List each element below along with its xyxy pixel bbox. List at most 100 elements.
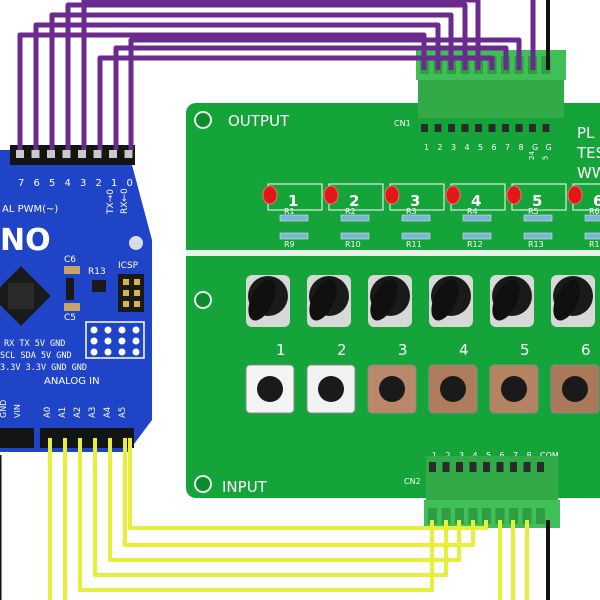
yellow-wire (93, 438, 448, 577)
led-number: 5 (532, 192, 542, 210)
analog-pin-label: A1 (58, 407, 68, 418)
cn1-pin-label: G (546, 143, 552, 152)
resistor (279, 214, 309, 222)
resistor (462, 232, 492, 240)
icsp-pin (134, 301, 140, 307)
analog-pin-label: A5 (118, 407, 128, 418)
jumper-hole (118, 337, 126, 345)
pin-row-2: SCL SDA 5V GND (0, 351, 72, 361)
red-led (506, 185, 522, 205)
cn1-pin-label: 2 (438, 143, 443, 152)
jumper-hole (90, 326, 98, 334)
jumper-hole (118, 348, 126, 356)
resistor-label: R1 (284, 207, 295, 216)
toggle-lever (492, 279, 520, 321)
led-number: 3 (410, 192, 420, 210)
output-label: OUTPUT (228, 112, 290, 130)
led-row: 1R1R92R2R103R3R114R4R125R5R136R6R14 (262, 183, 600, 249)
purple-wire (128, 37, 522, 150)
digital-pwm-label: AL PWM(~) (2, 204, 58, 215)
mount-hole (194, 111, 212, 129)
switch-number: 4 (459, 341, 469, 359)
icsp-pin (123, 301, 129, 307)
led-number: 4 (471, 192, 481, 210)
purple-wire (97, 55, 495, 150)
terminal-slot (441, 508, 451, 524)
terminal-contact (529, 124, 536, 132)
resistor (523, 214, 553, 222)
yellow-wire (128, 438, 488, 530)
yellow-wire (123, 438, 475, 547)
tx-label: TX→0 (106, 189, 116, 215)
red-led (384, 185, 400, 205)
terminal-contact (510, 462, 517, 472)
terminal-contact (461, 124, 469, 132)
analog-pin-label: A4 (103, 407, 113, 418)
terminal-contact (456, 462, 463, 472)
board-title-fragment: WW (577, 164, 600, 182)
terminal-slot (482, 508, 491, 524)
input-label: INPUT (222, 478, 268, 496)
resistor-label: R5 (528, 207, 539, 216)
jumper-hole (90, 348, 98, 356)
resistor (340, 232, 370, 240)
header-pin (78, 150, 86, 158)
icsp-pin (123, 290, 129, 296)
switch-number: 2 (337, 341, 347, 359)
capacitor-c5 (64, 303, 80, 311)
resistor-label: R3 (406, 207, 417, 216)
cn2-label: CN2 (404, 477, 421, 486)
c6-label: C6 (64, 255, 76, 265)
cn2-pin-label: 3 (459, 451, 464, 460)
jumper-hole (132, 326, 140, 334)
terminal-contact (496, 462, 504, 472)
led-number: 2 (349, 192, 359, 210)
power-pin-label: VIN (13, 404, 22, 418)
cn1-terminal-socket (418, 80, 564, 118)
arduino-name: NO (0, 223, 51, 258)
mcu-chip-core (8, 283, 34, 309)
jumper-hole (90, 337, 98, 345)
resistor-label: R12 (467, 240, 483, 249)
push-button-cap (440, 376, 466, 402)
header-pin (31, 150, 40, 158)
mount-hole (194, 291, 212, 309)
board-divider (186, 250, 600, 256)
red-led (262, 185, 278, 205)
terminal-contact (502, 124, 509, 132)
rx-label: RX←0 (120, 188, 130, 214)
terminal-contact (469, 462, 477, 472)
led-number: 1 (288, 192, 298, 210)
header-pin (93, 150, 102, 158)
cn1-label: CN1 (394, 119, 411, 128)
icsp-header (118, 274, 144, 312)
cn1-pin-label: 3 (451, 143, 456, 152)
cn2-pin-label: 6 (500, 451, 505, 460)
digital-pin-label: 7 (18, 178, 24, 189)
toggle-lever (370, 279, 398, 321)
analog-pin-label: A3 (88, 407, 98, 418)
cn1-pin-label: 7 (505, 143, 510, 152)
board-title-fragment: TES (576, 144, 600, 162)
icsp-pin (134, 290, 140, 296)
resistor-label: R11 (406, 240, 422, 249)
jumper-hole (118, 326, 126, 334)
icsp-pin (134, 279, 140, 285)
header-pin (109, 150, 117, 158)
cn2-pin-label: COM (540, 451, 559, 460)
header-pin (124, 150, 133, 158)
analog-pin-label: A0 (43, 407, 53, 418)
resistor-label: R10 (345, 240, 361, 249)
terminal-contact (421, 124, 428, 132)
terminal-slot (495, 508, 505, 524)
switch-number: 3 (398, 341, 408, 359)
cn1-pin-sublabel: 5 (542, 156, 550, 160)
power-pin-label: GND (0, 400, 8, 418)
resistor-label: R13 (528, 240, 544, 249)
cn1-pin-label: 4 (465, 143, 470, 152)
arduino-pcb (0, 150, 152, 452)
